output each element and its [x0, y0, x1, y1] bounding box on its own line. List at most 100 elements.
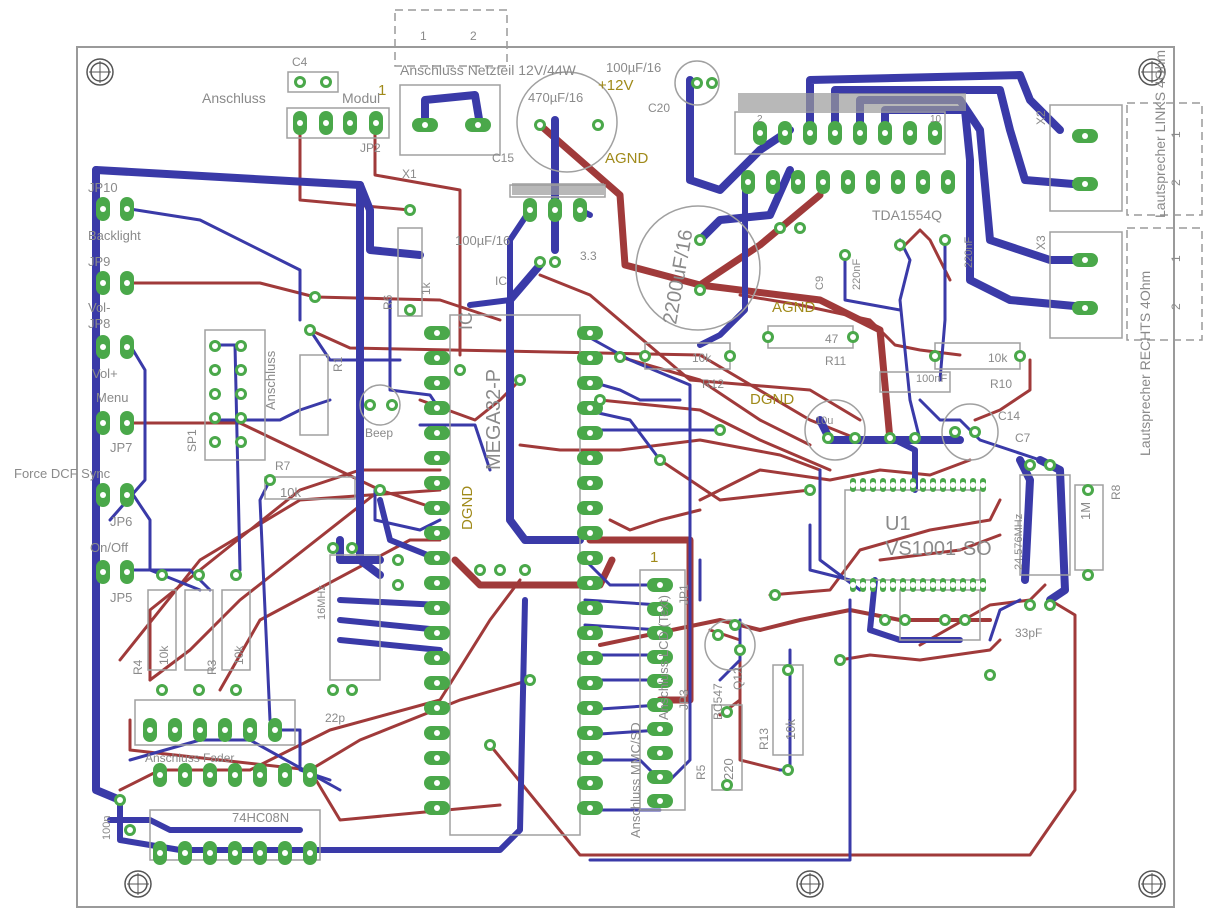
jumper-pad — [120, 483, 134, 507]
amp-pad — [916, 170, 930, 194]
resistor-pad — [193, 569, 205, 581]
crystal-24m-label: 24.576MHz — [1013, 514, 1025, 570]
amp-pad — [878, 121, 892, 145]
speaker-pad — [1072, 177, 1098, 191]
mcu-pad — [577, 776, 603, 790]
amp-pad — [791, 170, 805, 194]
pad — [327, 684, 339, 696]
isp-header-label: Anschluss — [263, 350, 278, 410]
logic-pad — [253, 841, 267, 865]
speaker-pad — [1072, 129, 1098, 143]
bc547-label: BC547 — [711, 683, 725, 720]
module-connector-label: Anschluss — [202, 90, 266, 106]
buzzer-pad — [386, 399, 398, 411]
lcd-pad — [647, 650, 673, 664]
power-pad — [412, 118, 438, 132]
jumper-pad — [96, 197, 110, 221]
x2-pin-2: 2 — [1169, 179, 1183, 186]
fader-pad — [168, 718, 182, 742]
isp-pad — [209, 412, 221, 424]
pad — [721, 779, 733, 791]
logic-pad — [178, 763, 192, 787]
soic-pad — [880, 478, 886, 492]
pad — [114, 794, 126, 806]
x1-label: X1 — [402, 167, 417, 181]
mcu-pad — [424, 576, 450, 590]
pad — [1024, 459, 1036, 471]
pad — [346, 684, 358, 696]
cap-pad — [534, 119, 546, 131]
logic-pad — [228, 763, 242, 787]
isp-pad — [209, 340, 221, 352]
crystal-16m-label: 16MHz — [316, 585, 328, 620]
component-outlines — [134, 60, 1123, 861]
mounting-hole — [796, 870, 824, 898]
logic-pad — [253, 763, 267, 787]
module-connector-pad — [369, 111, 383, 135]
c20-label: C20 — [648, 101, 670, 115]
c9-label: C9 — [814, 276, 826, 290]
cap-pad — [706, 77, 718, 89]
jumper-pad — [120, 335, 134, 359]
via-pad — [654, 454, 666, 466]
jumper-function: Force DCF Sync — [14, 466, 111, 481]
fader-pad — [268, 718, 282, 742]
r1-label: R1 — [331, 356, 345, 372]
mcu-pad — [577, 326, 603, 340]
soic-pad — [870, 478, 876, 492]
jumper-function: On/Off — [90, 540, 128, 555]
power-pad — [465, 118, 491, 132]
via-pad — [309, 291, 321, 303]
c4-pad — [320, 76, 332, 88]
cap-pad — [592, 119, 604, 131]
lcd-pad — [647, 722, 673, 736]
ic-reg-value: 100µF/16 — [455, 233, 510, 248]
r2-value: 10k — [232, 645, 246, 665]
jumper-id: JP10 — [88, 180, 118, 195]
speaker-left-label: Lautsprecher LINKS 4Ohm — [1152, 50, 1168, 218]
isp-pad — [235, 340, 247, 352]
jp3-label: JP3 — [677, 689, 691, 710]
pad — [929, 350, 941, 362]
soic-pad — [860, 578, 866, 592]
c-100n-left-label: 100n — [101, 816, 113, 840]
ic-reg-label: IC — [495, 274, 507, 288]
speaker-pad — [1072, 301, 1098, 315]
jumper-id: JP7 — [110, 440, 132, 455]
soic-pad — [980, 478, 986, 492]
c14-label: C14 — [998, 409, 1020, 423]
pad — [822, 432, 834, 444]
mcu-pad — [424, 426, 450, 440]
lcd-connector-label: Anschluss LCD (Text) — [656, 595, 671, 720]
amp-ic-label: TDA1554Q — [872, 207, 942, 223]
jumper-function: Menu — [96, 390, 129, 405]
isp-pad — [235, 412, 247, 424]
pad — [1014, 350, 1026, 362]
via-pad — [984, 669, 996, 681]
amp-pin-2: 2 — [757, 114, 763, 125]
pad — [404, 204, 416, 216]
r4-label: R4 — [131, 659, 145, 675]
mcu-pad — [424, 376, 450, 390]
transistor-pad — [729, 619, 741, 631]
pad — [969, 426, 981, 438]
jumper-pad — [96, 335, 110, 359]
module-connector-pad — [293, 111, 307, 135]
via-pad — [484, 739, 496, 751]
cap-22p-label: 22p — [325, 711, 345, 725]
soic-pad — [970, 578, 976, 592]
jp2-label: JP2 — [360, 141, 381, 155]
lcd-pad — [647, 578, 673, 592]
r10-value: 10k — [988, 351, 1008, 365]
mcu-pad — [424, 326, 450, 340]
soic-pad — [920, 478, 926, 492]
via-pad — [304, 324, 316, 336]
jumper-id: JP6 — [110, 514, 132, 529]
resistor-pad — [156, 684, 168, 696]
logic-pad — [278, 841, 292, 865]
fader-pad — [243, 718, 257, 742]
r5-label: R5 — [694, 764, 708, 780]
transistor-pad — [734, 644, 746, 656]
mcu-pad — [577, 451, 603, 465]
